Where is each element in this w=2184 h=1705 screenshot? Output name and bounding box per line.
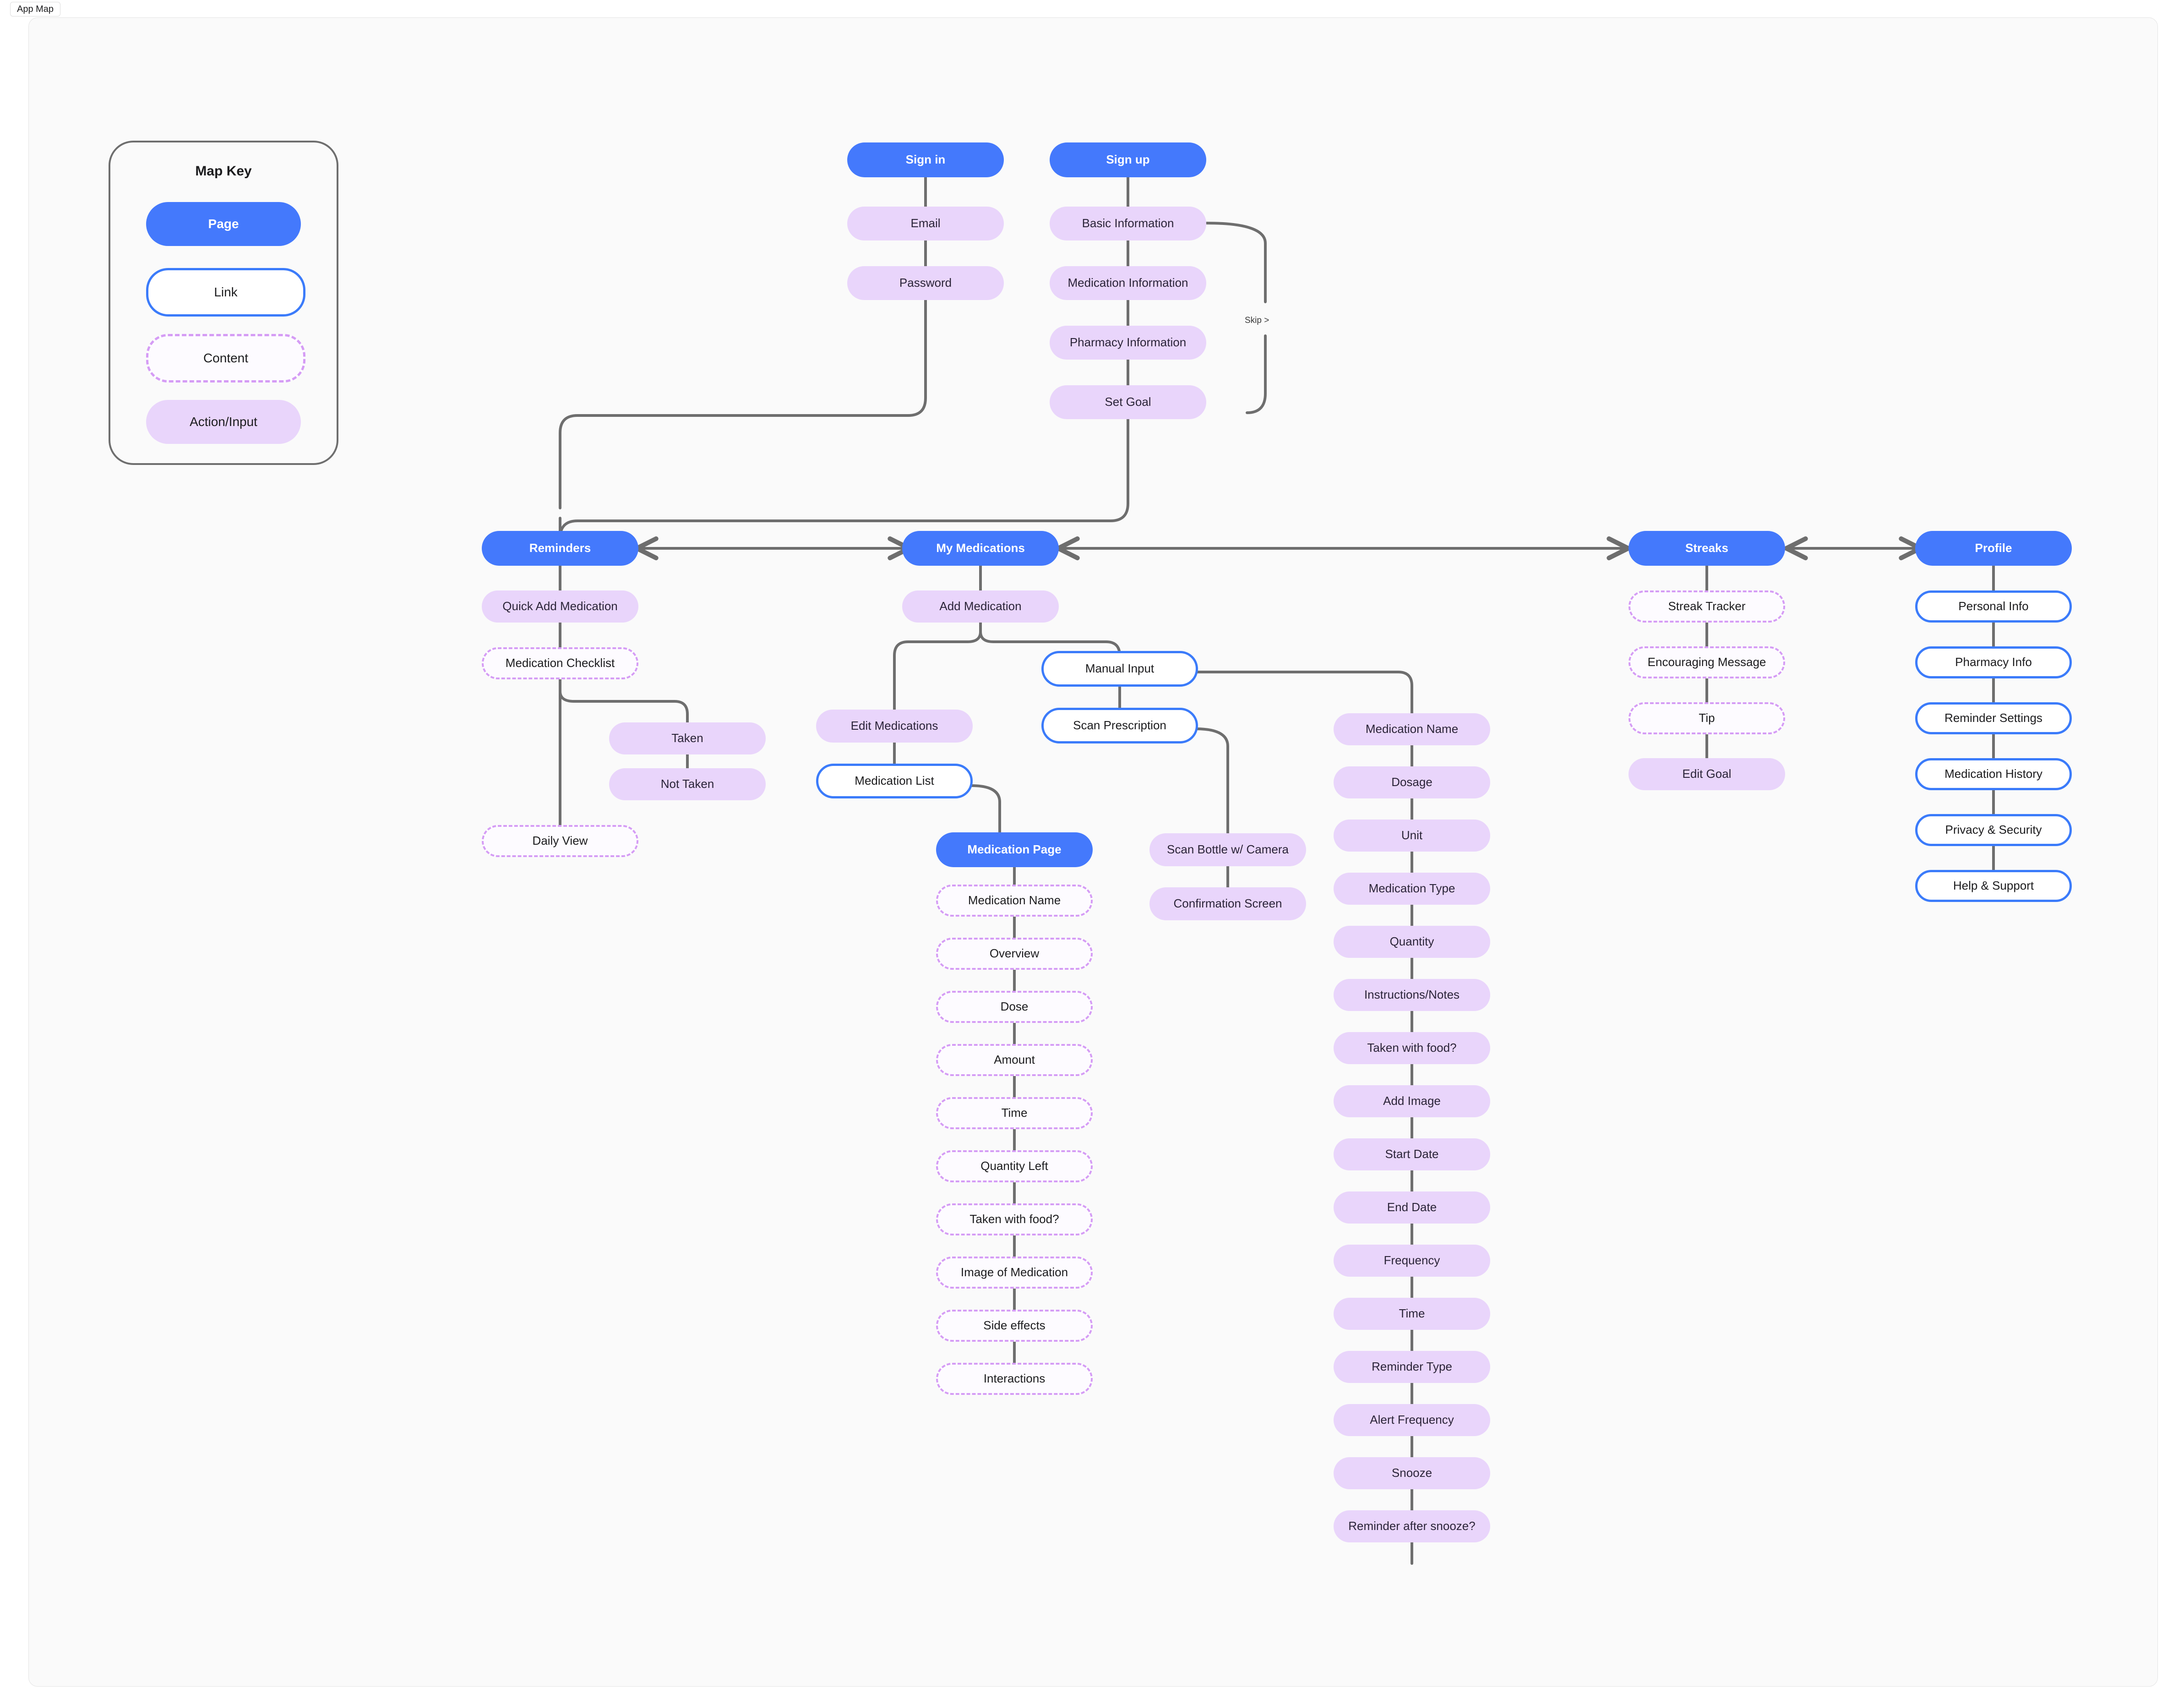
node-encouraging-message[interactable]: Encouraging Message [1628, 646, 1785, 678]
node-field-snooze[interactable]: Snooze [1334, 1457, 1490, 1489]
node-field-instructions-notes[interactable]: Instructions/Notes [1334, 979, 1490, 1011]
node-field-alert-frequency[interactable]: Alert Frequency [1334, 1404, 1490, 1436]
node-mp-interactions[interactable]: Interactions [936, 1363, 1093, 1395]
node-mp-dose[interactable]: Dose [936, 991, 1093, 1023]
legend-item-page: Page [146, 202, 301, 246]
node-medication-information[interactable]: Medication Information [1050, 266, 1206, 300]
node-mp-taken-with-food[interactable]: Taken with food? [936, 1203, 1093, 1235]
node-mp-medication-name[interactable]: Medication Name [936, 885, 1093, 917]
node-field-reminder-after-snooze[interactable]: Reminder after snooze? [1334, 1510, 1490, 1542]
node-privacy-and-security[interactable]: Privacy & Security [1915, 814, 2072, 846]
node-reminders[interactable]: Reminders [482, 531, 638, 566]
node-personal-info[interactable]: Personal Info [1915, 590, 2072, 623]
node-tip[interactable]: Tip [1628, 702, 1785, 734]
node-my-medications[interactable]: My Medications [902, 531, 1059, 566]
node-medication-list[interactable]: Medication List [816, 764, 973, 798]
node-field-medication-type[interactable]: Medication Type [1334, 873, 1490, 905]
node-help-and-support[interactable]: Help & Support [1915, 870, 2072, 902]
node-sign-up[interactable]: Sign up [1050, 142, 1206, 177]
node-field-frequency[interactable]: Frequency [1334, 1245, 1490, 1277]
node-sign-in[interactable]: Sign in [847, 142, 1004, 177]
node-field-start-date[interactable]: Start Date [1334, 1138, 1490, 1170]
node-scan-prescription[interactable]: Scan Prescription [1041, 708, 1198, 743]
node-field-taken-with-food[interactable]: Taken with food? [1334, 1032, 1490, 1064]
node-daily-view[interactable]: Daily View [482, 825, 638, 857]
node-field-end-date[interactable]: End Date [1334, 1191, 1490, 1224]
node-mp-time[interactable]: Time [936, 1097, 1093, 1129]
legend-item-action: Action/Input [146, 400, 301, 444]
node-not-taken[interactable]: Not Taken [609, 768, 766, 800]
legend-item-link: Link [146, 268, 305, 317]
node-streaks[interactable]: Streaks [1628, 531, 1785, 566]
node-field-add-image[interactable]: Add Image [1334, 1085, 1490, 1117]
node-basic-information[interactable]: Basic Information [1050, 207, 1206, 240]
node-mp-side-effects[interactable]: Side effects [936, 1310, 1093, 1342]
node-mp-image-of-medication[interactable]: Image of Medication [936, 1257, 1093, 1289]
node-field-dosage[interactable]: Dosage [1334, 766, 1490, 798]
node-taken[interactable]: Taken [609, 722, 766, 754]
node-field-medication-name[interactable]: Medication Name [1334, 713, 1490, 745]
node-edit-medications[interactable]: Edit Medications [816, 710, 973, 743]
edge-label-skip: Skip > [1242, 315, 1272, 327]
node-medication-checklist[interactable]: Medication Checklist [482, 647, 638, 679]
node-quick-add-medication[interactable]: Quick Add Medication [482, 590, 638, 623]
node-password[interactable]: Password [847, 266, 1004, 300]
node-pharmacy-information[interactable]: Pharmacy Information [1050, 326, 1206, 360]
node-reminder-settings[interactable]: Reminder Settings [1915, 702, 2072, 734]
node-streak-tracker[interactable]: Streak Tracker [1628, 590, 1785, 623]
node-field-unit[interactable]: Unit [1334, 820, 1490, 852]
node-medication-history[interactable]: Medication History [1915, 758, 2072, 790]
node-mp-amount[interactable]: Amount [936, 1044, 1093, 1076]
node-mp-quantity-left[interactable]: Quantity Left [936, 1150, 1093, 1182]
node-scan-bottle-with-camera[interactable]: Scan Bottle w/ Camera [1149, 833, 1306, 866]
node-pharmacy-info[interactable]: Pharmacy Info [1915, 646, 2072, 678]
diagram-canvas[interactable]: Map Key Page Link Content Action/Input S… [28, 17, 2158, 1687]
node-email[interactable]: Email [847, 207, 1004, 240]
node-field-time[interactable]: Time [1334, 1298, 1490, 1330]
node-manual-input[interactable]: Manual Input [1041, 651, 1198, 687]
node-mp-overview[interactable]: Overview [936, 938, 1093, 970]
node-field-quantity[interactable]: Quantity [1334, 926, 1490, 958]
node-medication-page[interactable]: Medication Page [936, 832, 1093, 867]
node-set-goal[interactable]: Set Goal [1050, 385, 1206, 419]
node-add-medication[interactable]: Add Medication [902, 590, 1059, 623]
node-confirmation-screen[interactable]: Confirmation Screen [1149, 887, 1306, 920]
map-key-legend: Map Key Page Link Content Action/Input [109, 141, 338, 465]
legend-title: Map Key [195, 164, 252, 179]
tab-app-map[interactable]: App Map [10, 2, 61, 16]
tab-strip: App Map [0, 0, 2184, 17]
node-edit-goal[interactable]: Edit Goal [1628, 758, 1785, 790]
legend-item-content: Content [146, 334, 305, 383]
node-profile[interactable]: Profile [1915, 531, 2072, 566]
node-field-reminder-type[interactable]: Reminder Type [1334, 1351, 1490, 1383]
